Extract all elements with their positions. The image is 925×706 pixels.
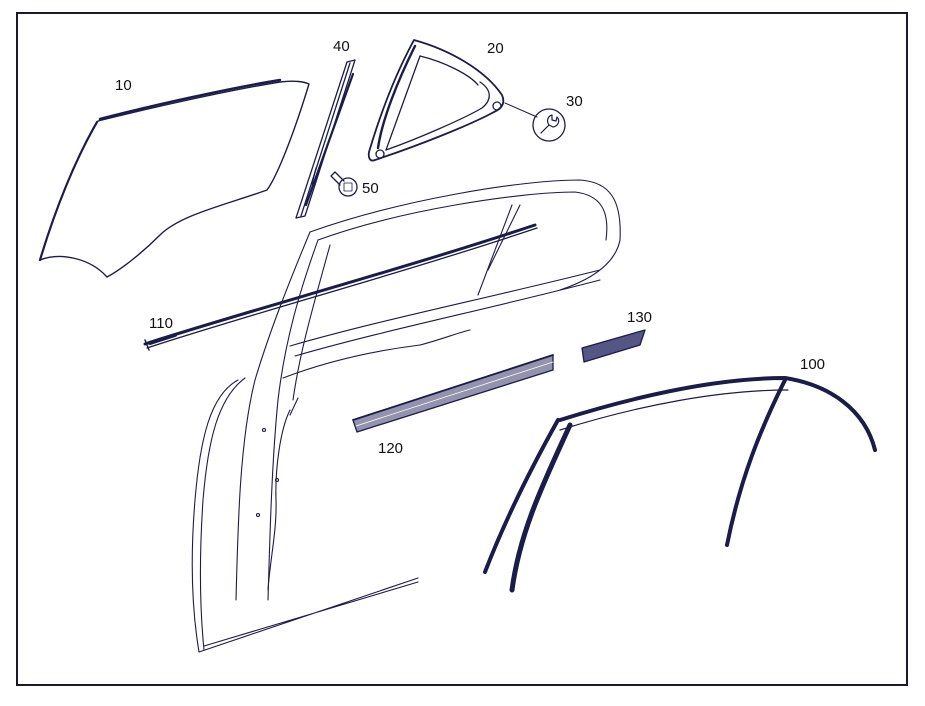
callout-40: 40 xyxy=(333,38,350,55)
diagram-frame xyxy=(16,12,908,686)
part-30-wrench-symbol[interactable] xyxy=(504,102,566,142)
callout-130: 130 xyxy=(627,309,653,326)
callout-50: 50 xyxy=(362,180,379,197)
callout-20: 20 xyxy=(487,40,504,57)
callout-110: 110 xyxy=(149,315,173,332)
callout-100: 100 xyxy=(800,356,826,373)
callout-10: 10 xyxy=(115,77,132,94)
part-130-trim-strip[interactable] xyxy=(581,329,646,363)
part-50-screw[interactable] xyxy=(330,171,358,197)
part-10-window-glass[interactable] xyxy=(38,78,310,278)
callout-120: 120 xyxy=(378,440,404,457)
callout-30: 30 xyxy=(566,93,583,110)
part-110-inner-belt-strip[interactable] xyxy=(143,223,538,351)
part-20-quarter-window[interactable] xyxy=(367,39,505,162)
door-shell xyxy=(191,179,621,653)
part-100-window-frame-seal[interactable] xyxy=(483,376,877,593)
part-120-outer-belt-moulding[interactable] xyxy=(352,354,554,433)
part-40-guide-rail[interactable] xyxy=(295,59,356,219)
